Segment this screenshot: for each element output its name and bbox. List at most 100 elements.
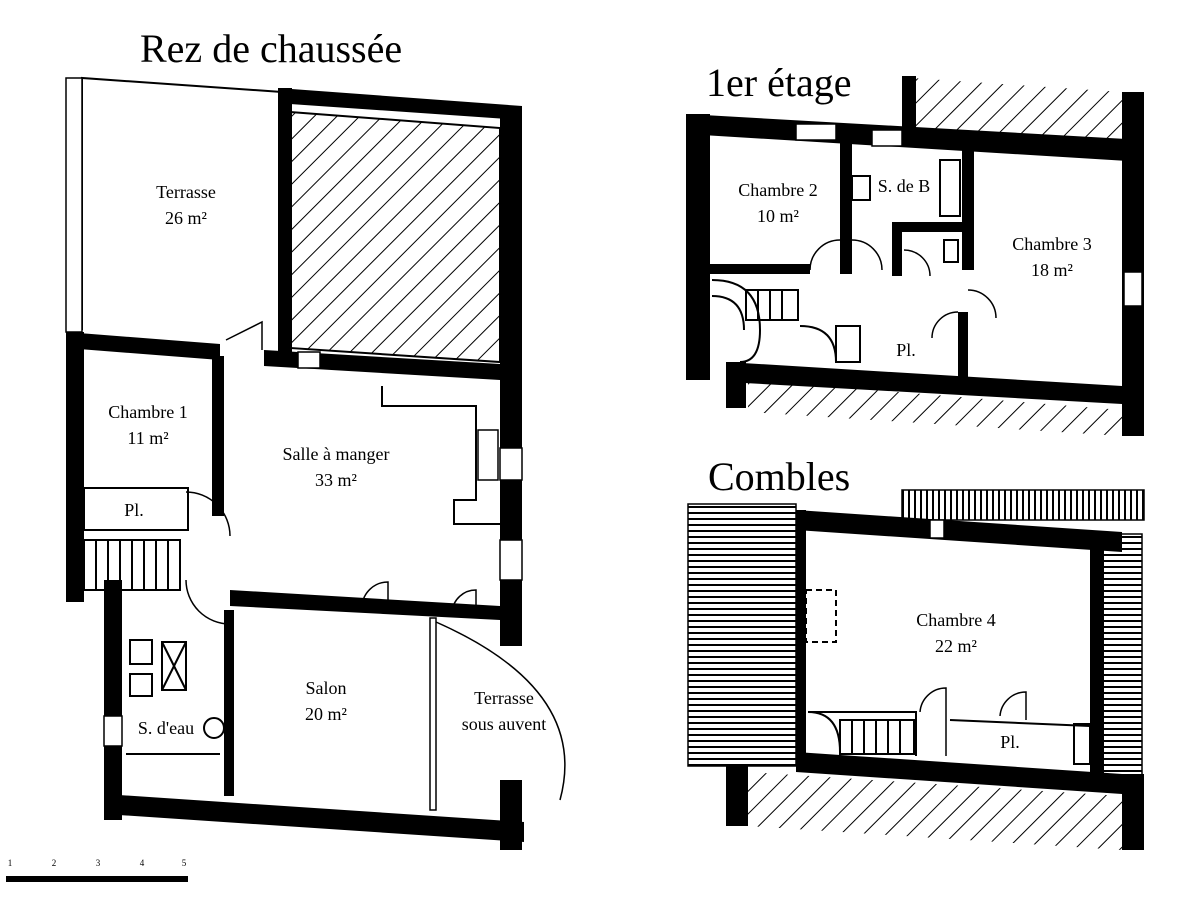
area-chambre-4: 22 m² bbox=[935, 636, 977, 656]
scale-tick-2: 2 bbox=[52, 858, 57, 868]
first-wall-c2-bottom bbox=[710, 264, 810, 274]
wall-left-lower bbox=[104, 580, 122, 820]
label-chambre-2: Chambre 2 bbox=[738, 180, 817, 200]
label-terrasse: Terrasse bbox=[156, 182, 216, 202]
chimney-box bbox=[297, 351, 321, 369]
scale-tick-5: 5 bbox=[182, 858, 187, 868]
shower-tray bbox=[161, 641, 187, 691]
wall-salon-right bbox=[429, 617, 437, 811]
window-left bbox=[103, 715, 123, 747]
first-wall-wc-top bbox=[892, 222, 962, 232]
terrace-outline bbox=[81, 76, 283, 330]
wall-right bbox=[500, 106, 522, 646]
attic-title: Combles bbox=[708, 454, 850, 499]
first-wall-stub bbox=[902, 76, 916, 132]
label-placard-first: Pl. bbox=[896, 340, 916, 360]
wall-right-lower bbox=[500, 780, 522, 850]
ground-floor-title: Rez de chaussée bbox=[140, 26, 402, 71]
attic-wall-top bbox=[796, 510, 1122, 552]
door-arc-5 bbox=[451, 589, 477, 613]
label-terrasse-couverte-2: sous auvent bbox=[462, 714, 547, 734]
label-terrasse-couverte-1: Terrasse bbox=[474, 688, 534, 708]
first-door-c2 bbox=[809, 239, 841, 271]
wall-void-left bbox=[278, 88, 292, 358]
placard-box bbox=[83, 487, 189, 531]
label-chambre-1: Chambre 1 bbox=[108, 402, 187, 422]
scale-bar-line bbox=[6, 876, 188, 882]
roof-left bbox=[687, 503, 797, 767]
label-salle-d-eau: S. d'eau bbox=[138, 718, 194, 738]
wall-top bbox=[278, 88, 522, 120]
first-door-c3 bbox=[967, 289, 997, 319]
scale-tick-3: 3 bbox=[96, 858, 101, 868]
first-window-top-2 bbox=[871, 129, 903, 147]
attic-wall-right bbox=[1090, 532, 1104, 788]
wall-interior-1 bbox=[212, 356, 224, 516]
first-wall-bottom bbox=[726, 362, 1122, 404]
area-salle-a-manger: 33 m² bbox=[315, 470, 357, 490]
attic-door-2 bbox=[999, 691, 1027, 720]
roof-right bbox=[1101, 533, 1143, 789]
kitchen-unit bbox=[477, 429, 499, 481]
window-right-2 bbox=[499, 539, 523, 581]
wall-bottom bbox=[104, 794, 524, 842]
first-door-sdb bbox=[851, 239, 883, 271]
terrace-railing bbox=[65, 77, 83, 333]
label-placard-ground: Pl. bbox=[124, 500, 144, 520]
kitchen-counter bbox=[381, 386, 500, 525]
label-placard-attic: Pl. bbox=[1000, 732, 1020, 752]
attic-closet-top bbox=[949, 719, 1091, 727]
first-toilet-icon bbox=[943, 239, 959, 263]
terrace-canopy-curve bbox=[435, 621, 566, 801]
label-salle-de-bain: S. de B bbox=[878, 176, 931, 196]
first-bathtub-icon bbox=[939, 159, 961, 217]
first-wall-bottom-stub bbox=[726, 362, 746, 408]
attic-chimney bbox=[929, 519, 945, 539]
ground-floor-plan: Rez de chaussée bbox=[65, 26, 566, 850]
first-wall-wc-left bbox=[892, 222, 902, 276]
label-chambre-3: Chambre 3 bbox=[1012, 234, 1091, 254]
sink-icon bbox=[203, 717, 225, 739]
label-salle-a-manger: Salle à manger bbox=[283, 444, 390, 464]
scale-bar: 1 2 3 4 5 bbox=[6, 858, 188, 882]
toilet-icon bbox=[129, 673, 153, 697]
first-wall-right bbox=[1122, 92, 1144, 436]
area-chambre-2: 10 m² bbox=[757, 206, 799, 226]
wall-chambre-top bbox=[66, 332, 220, 360]
attic-closet-end bbox=[1073, 723, 1091, 765]
first-window-right bbox=[1123, 271, 1143, 307]
scale-tick-1: 1 bbox=[8, 858, 13, 868]
area-chambre-3: 18 m² bbox=[1031, 260, 1073, 280]
attic-wall-left bbox=[796, 510, 806, 766]
attic-stair-rail bbox=[808, 711, 917, 756]
stairs-ground bbox=[83, 539, 181, 591]
first-wall-c3-left bbox=[962, 150, 974, 270]
scale-tick-4: 4 bbox=[140, 858, 145, 868]
first-wall-c2-right bbox=[840, 140, 852, 274]
first-floor-plan: 1er étage bbox=[686, 60, 1144, 436]
attic-plan: Combles Chambre 4 bbox=[687, 454, 1145, 850]
area-terrasse: 26 m² bbox=[165, 208, 207, 228]
hatch-first-top bbox=[912, 78, 1122, 140]
first-window-top-1 bbox=[795, 123, 837, 141]
first-wall-left bbox=[686, 114, 710, 380]
area-salon: 20 m² bbox=[305, 704, 347, 724]
hatch-first-bottom bbox=[748, 380, 1122, 436]
first-floor-title: 1er étage bbox=[706, 60, 851, 105]
first-door-pl bbox=[931, 311, 959, 339]
attic-wall-stub-left bbox=[726, 766, 748, 826]
attic-hatch-bottom bbox=[748, 772, 1122, 850]
attic-wall-stub-right bbox=[1122, 774, 1144, 850]
wall-left bbox=[66, 332, 84, 602]
wall-salon-top bbox=[230, 590, 500, 620]
roof-top bbox=[901, 489, 1145, 521]
attic-door-1 bbox=[919, 687, 947, 756]
stairs-first bbox=[711, 279, 861, 363]
void-hatched-area bbox=[289, 110, 501, 364]
label-salon: Salon bbox=[305, 678, 346, 698]
skylight-outline bbox=[805, 589, 837, 643]
door-arc-3 bbox=[225, 320, 263, 350]
first-wall-pl-right bbox=[958, 312, 968, 382]
window-right-1 bbox=[499, 447, 523, 481]
